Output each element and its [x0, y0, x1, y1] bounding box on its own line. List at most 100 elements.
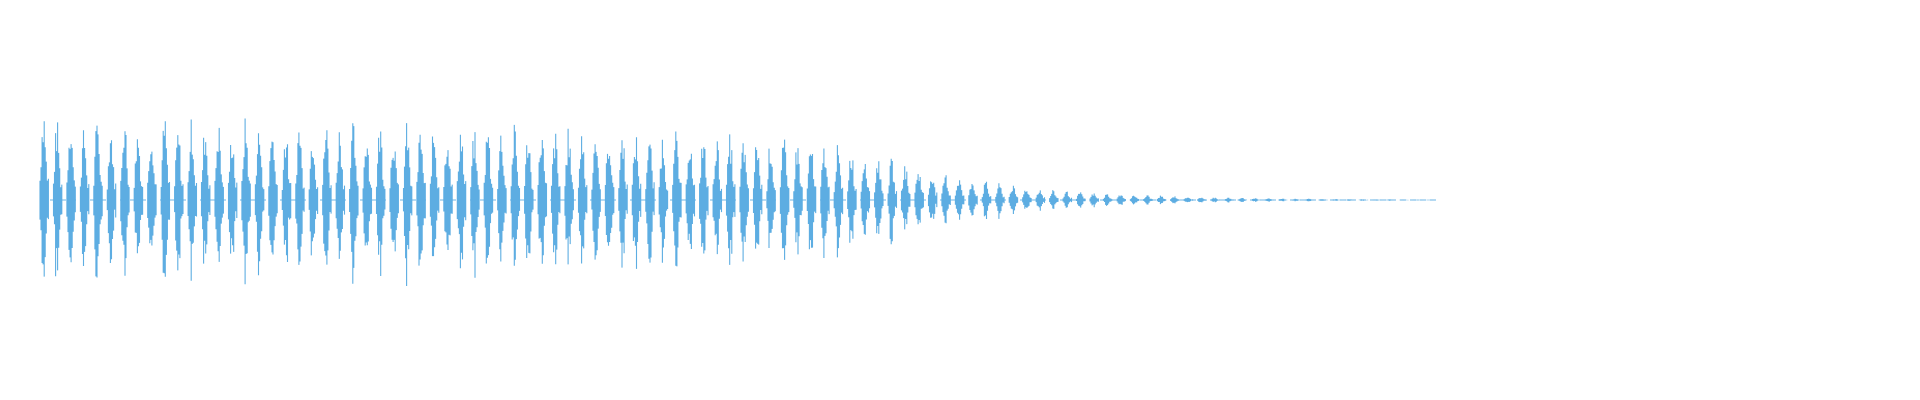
waveform-burst — [577, 136, 588, 264]
waveform-burst — [874, 161, 884, 234]
waveform-burst-path — [847, 160, 857, 243]
waveform-burst — [900, 166, 911, 230]
waveform-burst — [1170, 196, 1180, 204]
waveform-burst-path — [1237, 198, 1248, 202]
waveform-burst-path — [1412, 199, 1423, 201]
waveform-burst — [429, 136, 440, 257]
waveform-burst — [618, 140, 628, 268]
waveform-burst-path — [1399, 199, 1409, 201]
waveform-burst-path — [79, 130, 90, 266]
waveform-burst-path — [416, 134, 426, 266]
waveform-burst-path — [456, 134, 467, 269]
waveform-burst — [1049, 190, 1059, 209]
waveform-burst — [1291, 198, 1301, 202]
waveform-burst — [66, 144, 76, 263]
waveform-burst-path — [1129, 195, 1140, 205]
waveform-burst-path — [833, 145, 844, 258]
waveform-burst — [416, 134, 426, 266]
waveform-burst-path — [1062, 191, 1073, 208]
waveform-burst — [1102, 194, 1113, 206]
waveform-burst-path — [1075, 192, 1086, 208]
waveform-burst — [564, 128, 574, 265]
waveform-burst-path — [645, 144, 655, 263]
waveform-burst-path — [685, 153, 696, 249]
waveform-burst — [1116, 195, 1126, 205]
waveform-burst — [1345, 199, 1355, 201]
waveform-burst-path — [120, 131, 130, 276]
waveform-burst — [1062, 191, 1073, 208]
waveform-burst — [1210, 197, 1221, 203]
waveform-burst — [147, 151, 157, 246]
waveform-burst — [1156, 195, 1167, 205]
waveform-burst — [281, 144, 292, 262]
waveform-burst-path — [1250, 198, 1261, 202]
waveform-burst-path — [725, 134, 736, 265]
waveform-burst — [497, 135, 507, 262]
waveform-burst — [174, 135, 184, 271]
waveform-burst — [241, 118, 251, 285]
waveform-burst-path — [1210, 197, 1221, 203]
waveform-burst — [1250, 198, 1261, 202]
waveform-burst — [954, 180, 965, 220]
waveform-burst-path — [766, 148, 776, 248]
waveform-burst — [1331, 199, 1342, 201]
waveform-burst-path — [941, 175, 951, 224]
waveform-burst — [1412, 199, 1423, 201]
waveform-burst-path — [443, 150, 453, 250]
waveform-burst-path — [160, 121, 171, 277]
waveform-burst-path — [577, 136, 588, 264]
waveform-burst-path — [429, 136, 440, 257]
waveform-burst-path — [604, 153, 615, 246]
waveform-burst-path — [349, 123, 359, 284]
waveform-burst-path — [1291, 198, 1301, 202]
waveform-burst-path — [147, 151, 157, 246]
waveform-burst-path — [106, 140, 117, 263]
waveform-burst — [79, 130, 90, 266]
waveform-burst-path — [281, 144, 292, 262]
waveform-burst — [685, 153, 696, 249]
waveform-burst — [483, 137, 494, 264]
waveform-burst — [806, 154, 817, 250]
waveform-burst-path — [1331, 199, 1342, 201]
waveform-burst — [362, 148, 373, 246]
waveform-burst-path — [470, 132, 480, 278]
waveform-burst — [1399, 199, 1409, 201]
waveform-burst-path — [322, 130, 332, 265]
waveform-burst-path — [1318, 199, 1328, 201]
waveform-burst — [914, 174, 924, 225]
waveform-burst — [470, 132, 480, 278]
waveform-burst-path — [200, 137, 211, 264]
waveform-burst — [1224, 197, 1234, 203]
waveform-burst-path — [483, 137, 494, 264]
waveform-burst-path — [1156, 195, 1167, 205]
waveform-burst — [847, 160, 857, 243]
waveform-burst-path — [52, 122, 63, 277]
waveform-burst — [766, 148, 776, 248]
waveform-burst-path — [66, 144, 76, 263]
waveform-burst-path — [752, 147, 763, 249]
waveform-burst-path — [214, 127, 224, 262]
waveform-burst — [591, 144, 601, 260]
waveform-burst — [200, 137, 211, 264]
waveform-burst — [1197, 197, 1207, 203]
waveform-burst-path — [537, 140, 548, 264]
waveform-burst-path — [1264, 198, 1274, 202]
waveform-burst — [322, 130, 332, 265]
waveform-burst-path — [1089, 193, 1099, 208]
waveform-burst-path — [712, 141, 723, 255]
waveform-burst-path — [187, 119, 198, 281]
waveform-burst — [645, 144, 655, 263]
waveform-burst-path — [93, 125, 103, 278]
waveform-burst — [214, 127, 224, 262]
waveform-burst-path — [820, 148, 830, 258]
waveform-burst-path — [631, 137, 642, 269]
waveform-burst — [133, 139, 144, 254]
waveform-burst-path — [1372, 199, 1382, 201]
waveform-burst-path — [968, 184, 978, 216]
waveform-burst-path — [564, 128, 574, 265]
waveform-burst-path — [389, 151, 399, 252]
waveform-burst — [39, 121, 49, 277]
waveform-burst — [537, 140, 548, 264]
